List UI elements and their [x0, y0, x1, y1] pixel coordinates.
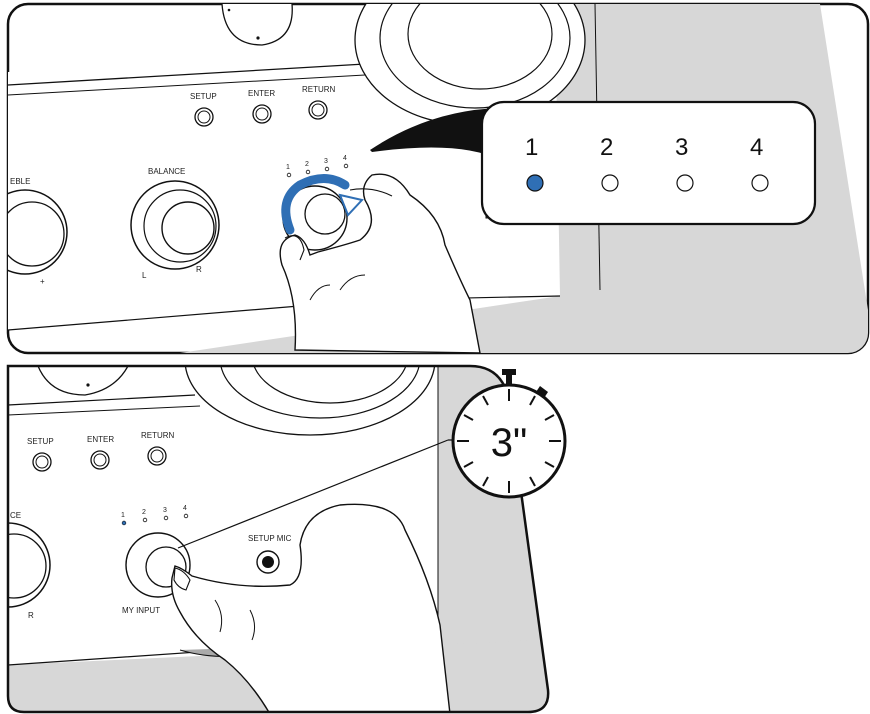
led-number-2-bottom: 2 [142, 509, 146, 516]
l-label: L [142, 271, 147, 280]
my-input-label: MY INPUT [122, 606, 160, 615]
return-label-top: RETURN [302, 85, 336, 94]
indicator-4 [752, 175, 768, 191]
led-number-2: 2 [305, 161, 309, 168]
setup-mic-jack [257, 551, 279, 573]
top-panel: SETUP ENTER RETURN EBLE + BALANCE L R 1 … [0, 0, 868, 353]
callout-number-1: 1 [525, 134, 538, 161]
led-number-1-bottom: 1 [121, 512, 125, 519]
left-knob-label: CE [10, 511, 21, 520]
enter-label-bottom: ENTER [87, 435, 114, 444]
timer-label: 3" [491, 421, 527, 465]
indicator-zoom-callout: 1 2 3 4 [482, 102, 815, 224]
led-number-1: 1 [286, 164, 290, 171]
led-number-3: 3 [324, 158, 328, 165]
setup-label-top: SETUP [190, 92, 217, 101]
setup-label-bottom: SETUP [27, 437, 54, 446]
callout-number-4: 4 [750, 134, 763, 161]
led-number-4: 4 [343, 155, 347, 162]
callout-number-2: 2 [600, 134, 613, 161]
balance-knob [131, 181, 219, 269]
enter-label-top: ENTER [248, 89, 275, 98]
balance-label: BALANCE [148, 167, 185, 176]
plus-label: + [40, 277, 45, 286]
return-label-bottom: RETURN [141, 431, 175, 440]
indicator-2 [602, 175, 618, 191]
indicator-1-lit [527, 175, 543, 191]
setup-mic-label: SETUP MIC [248, 534, 292, 543]
led-number-3-bottom: 3 [163, 507, 167, 514]
indicator-3 [677, 175, 693, 191]
r-label-bottom: R [28, 611, 34, 620]
r-label: R [196, 265, 202, 274]
led-number-4-bottom: 4 [183, 505, 187, 512]
treble-label: EBLE [10, 177, 30, 186]
callout-number-3: 3 [675, 134, 688, 161]
